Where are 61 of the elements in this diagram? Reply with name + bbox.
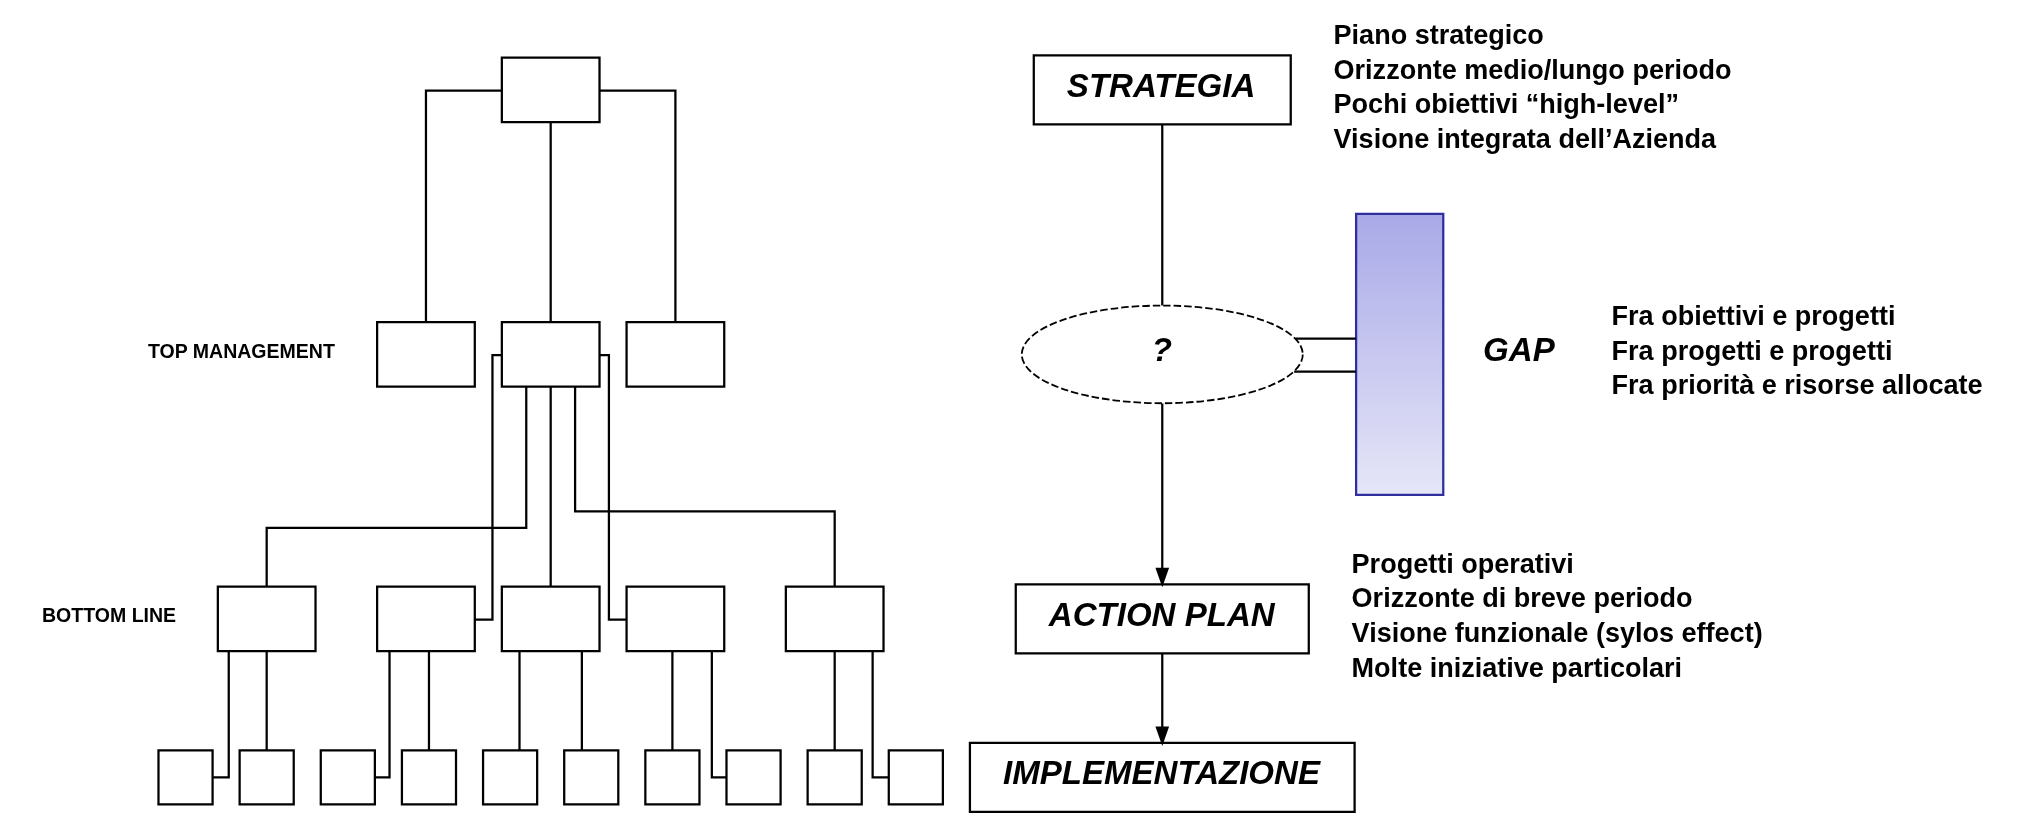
label: Fra progetti e progetti [1611, 335, 1892, 366]
node-box [500, 585, 601, 653]
node-box [562, 749, 619, 806]
node-arrow [1354, 212, 1444, 496]
connector [265, 651, 268, 751]
connector [599, 354, 626, 621]
connector [710, 651, 726, 779]
node-box [156, 749, 214, 806]
node-box [624, 320, 725, 388]
node-box [319, 749, 376, 806]
connector [1295, 337, 1356, 340]
connector [549, 122, 552, 322]
connector [374, 651, 391, 779]
connector [599, 89, 677, 323]
connector [549, 386, 552, 587]
node-box [724, 749, 782, 806]
connector [427, 651, 430, 751]
label: Progetti operativi [1351, 548, 1574, 579]
node-box [784, 585, 885, 653]
node-box [624, 585, 725, 653]
label: GAP [1482, 331, 1555, 369]
node-box [500, 56, 601, 124]
node-box [481, 749, 538, 806]
connector [212, 651, 230, 779]
connector [1160, 124, 1163, 306]
node-box [375, 585, 476, 653]
connector [833, 651, 836, 751]
node-box [887, 749, 944, 806]
label: Fra priorità e risorse allocate [1611, 370, 1983, 401]
node-box [806, 749, 863, 806]
node-box [216, 585, 317, 653]
node-box [643, 749, 701, 806]
node-box [500, 320, 601, 388]
label: Orizzonte medio/lungo periodo [1333, 54, 1732, 85]
connector [424, 89, 501, 323]
connector [573, 386, 836, 587]
node-box: IMPLEMENTAZIONE [968, 741, 1356, 814]
arrow [1154, 403, 1169, 588]
label: Molte iniziative particolari [1351, 652, 1682, 683]
connector [1293, 370, 1356, 373]
connector [517, 651, 521, 751]
label: TOP MANAGEMENT [147, 340, 335, 362]
node-box: ACTION PLAN [1014, 583, 1310, 655]
label: Piano strategico [1333, 19, 1544, 50]
label: Fra obiettivi e progetti [1611, 300, 1895, 331]
connector [265, 387, 527, 587]
node-box [238, 749, 295, 806]
label: Orizzonte di breve periodo [1351, 583, 1693, 614]
label: BOTTOM LINE [41, 604, 176, 627]
connector [670, 651, 674, 751]
node-box [375, 320, 476, 388]
connector [871, 651, 889, 779]
arrow [1154, 653, 1169, 747]
node-box: STRATEGIA [1032, 54, 1292, 126]
node-box [400, 749, 457, 806]
label: Pochi obiettivi “high-level” [1333, 89, 1679, 120]
node-ellipse: ? [1020, 304, 1304, 405]
label: Visione funzionale (sylos effect) [1351, 618, 1763, 649]
connector [474, 354, 502, 621]
connector [580, 651, 583, 751]
label: Visione integrata dell’Azienda [1333, 123, 1716, 154]
